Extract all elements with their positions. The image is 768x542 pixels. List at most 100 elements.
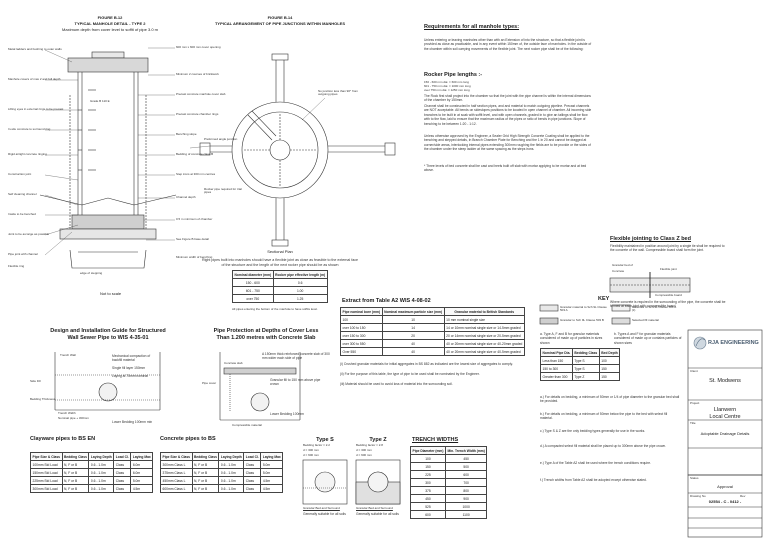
design-note: Single fill layer 150mm: [112, 366, 146, 370]
table-header: Bedding Class: [191, 452, 220, 461]
table-header: Laying Depth: [88, 452, 115, 461]
fig12-left-label: Rigid airtight concrete ringing: [8, 152, 47, 156]
fig12-left-label: Lifting eyes in external rings to be pre…: [8, 107, 64, 111]
design-label: Bedding Thickness: [30, 397, 56, 401]
rocker-length-item: 150 - 600 mm dia: = 600 mm long: [424, 80, 469, 84]
table-cell: 1.00: [272, 286, 328, 295]
fig12-left-label: Metal ladders and bushing to outer walls: [8, 47, 62, 51]
table-cell: over 750: [232, 294, 274, 303]
table-cell: 600: [444, 470, 488, 479]
table-cell: 0.6 - 1.0m: [218, 460, 245, 469]
table-cell: 40: [381, 339, 445, 348]
table-cell: 20 or 14mm nominal single size or 20-5mm…: [443, 331, 525, 340]
table-header: Laying Depth: [218, 452, 245, 461]
table-cell: 4.5m: [260, 484, 284, 493]
table-cell: 150: [410, 462, 446, 471]
trench-table: Pipe Diameter (mm) Min. Trench Width (mm…: [410, 446, 488, 519]
table-cell: 600: [410, 510, 446, 519]
requirements-para: * Three levels of bed concrete shall be …: [424, 164, 587, 173]
table-cell: 6.0m: [130, 468, 154, 477]
table-cell: Type Z: [571, 372, 600, 381]
type-s-dim: Bedding factor = 2.2: [303, 443, 330, 447]
flexible-joint-drawing: [609, 272, 691, 298]
table-cell: 0.6 - 1.0m: [218, 484, 245, 493]
fig12-subtitle: TYPICAL MANHOLE DETAIL - TYPE 2: [74, 21, 146, 26]
title-block-frame: [687, 329, 763, 538]
key-item: Granular to Sch 9L Clause 503 B: [560, 318, 604, 322]
fig12-title: FIGURE B.12: [97, 15, 123, 20]
table-cell: 300mm Class L: [160, 460, 193, 469]
fig12-right-label: Bedding of concrete class B: [176, 152, 214, 156]
table-cell: 100mm Std Load: [30, 460, 63, 469]
key-item: Materials to Sch 9L Clause 503 A (ii): [632, 305, 677, 313]
table-cell: 20: [381, 331, 445, 340]
flexible-note: Where concrete is required in the surrou…: [610, 300, 726, 309]
concrete-title: Concrete pipes to BS: [160, 436, 216, 442]
table-header: Pipe nominal bore (mm): [340, 307, 383, 316]
key-title: KEY: [598, 296, 610, 302]
fig12-right-label: Step irons at 300 mm centres: [176, 172, 216, 176]
protection-title: Than 1.200 metres with Concrete Slab: [216, 335, 316, 341]
table-cell: 150 to 300: [540, 364, 573, 373]
table-cell: 14: [381, 323, 445, 332]
table-cell: 600mm Class L: [160, 484, 193, 493]
table-cell: Type S: [571, 356, 600, 365]
clayware-title: Clayware pipes to BS EN: [30, 436, 96, 442]
table-cell: 500: [444, 462, 488, 471]
table-cell: 0.6 - 1.0m: [88, 476, 115, 485]
extract-note: (i) Crushed granular materials for initi…: [340, 362, 513, 366]
table-cell: Class: [113, 468, 132, 477]
fig12-left-label: Pipe joint with channel: [8, 252, 38, 256]
table-cell: 5.0m: [130, 476, 154, 485]
table-cell: 375mm Class L: [160, 468, 193, 477]
table-header: Min. Trench Width (mm): [444, 446, 488, 455]
protection-note: A 150mm thick reinforced concrete slab o…: [262, 352, 330, 361]
bedding-small-table: Nominal Pipe Dia. Bedding Class Bed Dept…: [540, 348, 621, 381]
concrete-table: Pipe Size & Class Bedding Class Laying D…: [160, 452, 284, 493]
protection-label: Pipe cover: [202, 381, 217, 385]
table-cell: Class: [113, 460, 132, 469]
fig12-right-label: Minimum 2 courses of brickwork: [176, 72, 219, 76]
bedding-note: d.) A compacted select fill material sha…: [540, 444, 667, 448]
requirements-para: The Rock first shall project into the ch…: [424, 94, 591, 103]
titleblock-label: Title: [690, 421, 696, 425]
fig12-right-label: Benching slope: [176, 132, 197, 136]
table-cell: Less than 150: [540, 356, 573, 365]
design-label: Trench Width: [58, 411, 76, 415]
titleblock-label: Status: [690, 476, 699, 480]
flexible-label: Compressible board: [655, 293, 682, 297]
project-name: Llanwern: [713, 407, 737, 413]
type-z-dim: d = 600 mm: [356, 453, 372, 457]
table-cell: Class: [243, 484, 262, 493]
type-s-dim: d = 600 mm: [303, 453, 319, 457]
table-header: Load Cl.: [113, 452, 132, 461]
table-cell: 150: [598, 372, 621, 381]
junction-plan-drawing: [189, 53, 396, 247]
design-label: Side Fill: [30, 379, 41, 383]
bedding-note: b.) For details on bedding, a minimum of…: [540, 412, 668, 421]
flexible-title: Flexible jointing to Class Z bed: [610, 236, 691, 242]
trench-design-drawing: [54, 352, 161, 411]
titleblock-label: Client: [690, 369, 698, 373]
rocker-length-item: 601 - 750 mm dia: = 1000 mm long: [424, 84, 471, 88]
table-cell: N, F or B: [191, 476, 220, 485]
titleblock-label: Project: [690, 401, 700, 405]
table-cell: 601 - 750: [232, 286, 274, 295]
protection-label: Concrete slab: [224, 361, 243, 365]
table-cell: 0.6 - 1.0m: [88, 460, 115, 469]
table-cell: 40: [381, 347, 445, 356]
type-z-title: Type Z: [369, 437, 387, 443]
